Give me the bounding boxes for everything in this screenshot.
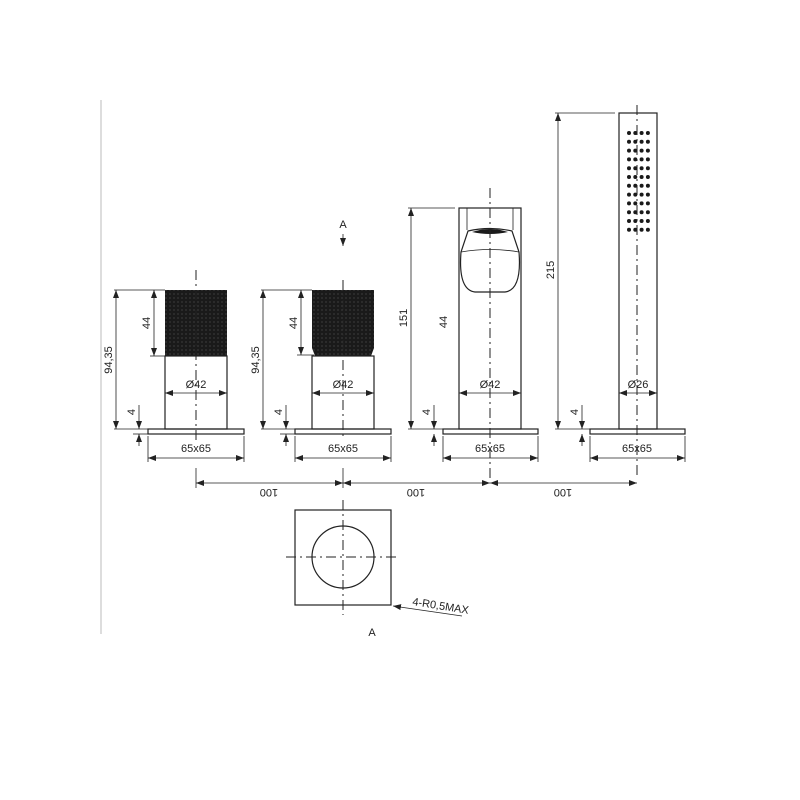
nozzle-dot xyxy=(633,139,638,144)
detail-label: A xyxy=(368,627,376,639)
nozzle-dot xyxy=(639,157,644,162)
nozzle-dot xyxy=(639,192,644,197)
nozzle-dot xyxy=(633,201,638,206)
nozzle-dot xyxy=(627,192,631,197)
nozzle-dot xyxy=(645,166,650,171)
nozzle-dot xyxy=(633,210,638,215)
nozzle-dot xyxy=(639,201,644,206)
nozzle-dot xyxy=(627,166,631,171)
diameter-label: Ø26 xyxy=(628,379,649,391)
nozzle-dot xyxy=(633,219,638,223)
nozzle-dot xyxy=(627,201,631,206)
nozzle-dot xyxy=(633,157,638,162)
diameter-label: Ø42 xyxy=(186,379,207,391)
height-label: 151 xyxy=(398,309,410,327)
nozzle-dot xyxy=(633,175,638,179)
nozzle-dot xyxy=(627,210,631,215)
nozzle-dot xyxy=(639,227,644,232)
nozzle-dot xyxy=(633,166,638,171)
nozzle-dot xyxy=(645,139,650,144)
spray-nozzles xyxy=(627,131,650,232)
base-size-label: 65x65 xyxy=(622,443,652,455)
nozzle-dot xyxy=(645,157,650,162)
spout-height-label: 44 xyxy=(438,316,450,328)
hand-shower: 215 4 Ø26 65x65 xyxy=(545,105,686,478)
nozzle-dot xyxy=(645,201,650,206)
nozzle-dot xyxy=(633,183,638,188)
mixer-handle-2: 94,35 44 4 Ø42 65x65 A xyxy=(250,219,392,462)
mixer-handle-1: 94,35 44 4 Ø42 65x65 xyxy=(103,270,245,462)
base-size-label: 65x65 xyxy=(181,443,211,455)
nozzle-dot xyxy=(645,148,650,153)
nozzle-dot xyxy=(633,131,638,135)
height-label: 215 xyxy=(545,261,557,279)
base-size-label: 65x65 xyxy=(475,443,505,455)
nozzle-dot xyxy=(645,131,650,135)
nozzle-dot xyxy=(645,219,650,223)
radius-note: 4-R0,5MAX xyxy=(412,596,471,617)
nozzle-dot xyxy=(633,148,638,153)
diameter-label: Ø42 xyxy=(333,379,354,391)
spacing-label-2: 100 xyxy=(407,486,425,498)
base-thickness-label: 4 xyxy=(126,409,138,415)
nozzle-dot xyxy=(627,131,631,135)
nozzle-dot xyxy=(627,175,631,179)
nozzle-dot xyxy=(639,183,644,188)
base-thickness-label: 4 xyxy=(273,409,285,415)
spacing-dimensions: 100 100 100 xyxy=(195,468,637,498)
nozzle-dot xyxy=(639,139,644,144)
nozzle-dot xyxy=(645,192,650,197)
spout: 151 44 4 Ø42 65x65 xyxy=(398,188,539,478)
nozzle-dot xyxy=(639,210,644,215)
base-thickness-label: 4 xyxy=(569,409,581,415)
base-thickness-label: 4 xyxy=(421,409,433,415)
nozzle-dot xyxy=(627,157,631,162)
spout-outlet xyxy=(459,227,521,293)
nozzle-dot xyxy=(645,175,650,179)
view-label: A xyxy=(339,219,347,231)
nozzle-dot xyxy=(639,175,644,179)
nozzle-dot xyxy=(639,219,644,223)
detail-view-a: 4-R0,5MAX A xyxy=(286,500,470,639)
nozzle-dot xyxy=(627,183,631,188)
height-label: 94,35 xyxy=(103,346,115,374)
base-size-label: 65x65 xyxy=(328,443,358,455)
nozzle-dot xyxy=(633,227,638,232)
handle-height-label: 44 xyxy=(288,317,300,329)
nozzle-dot xyxy=(627,139,631,144)
nozzle-dot xyxy=(639,148,644,153)
spacing-label-3: 100 xyxy=(554,486,572,498)
nozzle-dot xyxy=(639,166,644,171)
nozzle-dot xyxy=(639,131,644,135)
nozzle-dot xyxy=(645,210,650,215)
handle-height-label: 44 xyxy=(141,317,153,329)
nozzle-dot xyxy=(645,183,650,188)
nozzle-dot xyxy=(627,219,631,223)
height-label: 94,35 xyxy=(250,346,262,374)
nozzle-dot xyxy=(633,192,638,197)
nozzle-dot xyxy=(645,227,650,232)
leader-arrow xyxy=(392,604,463,617)
diameter-label: Ø42 xyxy=(480,379,501,391)
spacing-label-1: 100 xyxy=(260,486,278,498)
nozzle-dot xyxy=(627,148,631,153)
nozzle-dot xyxy=(627,227,631,232)
